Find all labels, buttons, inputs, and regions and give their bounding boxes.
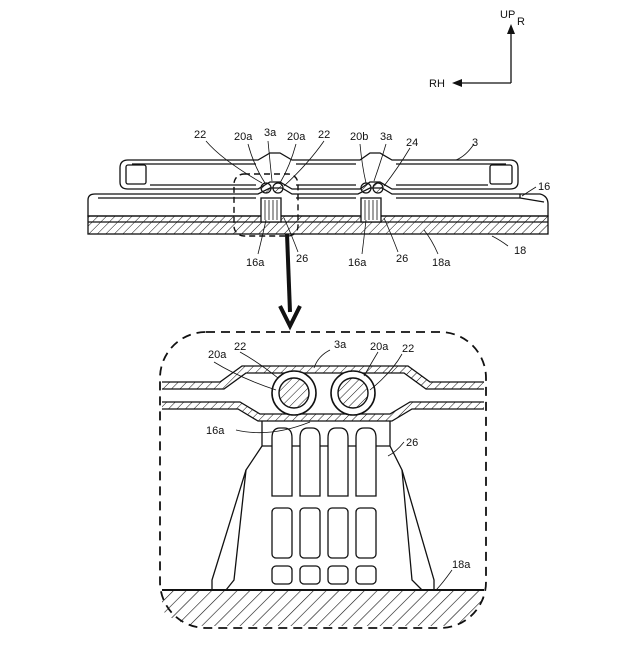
floor-18a-hatch	[162, 590, 484, 626]
window-r2c3	[328, 508, 348, 558]
window-r3c4	[356, 566, 376, 584]
leader-3a-left	[268, 141, 272, 181]
ref-detail-20a-left: 20a	[208, 349, 227, 361]
bracket-26-left-small	[261, 198, 281, 222]
window-r2c1	[272, 508, 292, 558]
ref-20b: 20b	[350, 131, 368, 143]
ref-detail-16a: 16a	[206, 425, 225, 437]
leader-detail-18a	[436, 570, 452, 590]
floor-18	[88, 216, 548, 234]
detail-view: 20a 22 3a 20a 22 16a 26 18a	[160, 332, 486, 628]
ref-3a-left: 3a	[264, 127, 277, 139]
tube-20a-right-small	[273, 183, 283, 193]
window-r1c2	[300, 428, 320, 496]
ref-16: 16	[538, 181, 550, 193]
ref-26-right: 26	[396, 253, 408, 265]
ref-detail-26: 26	[406, 437, 418, 449]
ref-22-left: 22	[194, 129, 206, 141]
leader-18	[492, 236, 508, 246]
plate-3a-hatch	[162, 366, 484, 389]
window-r2c4	[356, 508, 376, 558]
up-label: UP	[500, 9, 515, 21]
left-label: RH	[429, 78, 445, 90]
window-r2c2	[300, 508, 320, 558]
bracket-26-right-small	[361, 198, 381, 222]
tube-20b-right-small	[373, 183, 383, 193]
ref-16a-right: 16a	[348, 257, 367, 269]
member-3-right-channel	[490, 165, 512, 184]
ref-3: 3	[472, 137, 478, 149]
ref-detail-20a-right: 20a	[370, 341, 389, 353]
window-r1c1	[272, 428, 292, 496]
ref-26-left: 26	[296, 253, 308, 265]
panel-16-outline	[88, 188, 548, 216]
tube-20a-left-core	[279, 378, 309, 408]
plate-16a-hatch	[162, 402, 484, 421]
orientation-indicator: UP R RH	[429, 9, 525, 90]
ref-detail-3a: 3a	[334, 339, 347, 351]
leader-22-left	[206, 141, 262, 183]
ref-detail-18a: 18a	[452, 559, 471, 571]
bracket-26-inner-legs	[226, 470, 422, 590]
window-r3c2	[300, 566, 320, 584]
overall-view: 22 20a 3a 20a 22 20b 3a 24 3 16 16a 26 1…	[88, 127, 550, 269]
window-r3c1	[272, 566, 292, 584]
leader-detail-3a	[314, 350, 330, 368]
window-r1c3	[328, 428, 348, 496]
leader-detail-20a-left	[240, 352, 278, 378]
detail-view-frame	[160, 332, 486, 628]
leader-3a-right	[374, 144, 386, 181]
leader-24	[384, 148, 410, 186]
enlargement-arrow-shaft	[287, 234, 290, 312]
tube-20a-right-core	[338, 378, 368, 408]
ref-20a-left: 20a	[234, 131, 253, 143]
ref-22-right: 22	[318, 129, 330, 141]
member-3-outline	[120, 153, 518, 189]
ref-detail-22-right: 22	[402, 343, 414, 355]
ref-24: 24	[406, 137, 418, 149]
enlargement-arrow	[280, 234, 300, 326]
window-r3c3	[328, 566, 348, 584]
tube-20b-left-small	[361, 183, 371, 193]
member-3-left-channel	[126, 165, 146, 184]
tube-20a-left-small	[261, 183, 271, 193]
ref-18: 18	[514, 245, 526, 257]
window-r1c4	[356, 428, 376, 496]
right-label: R	[517, 16, 525, 28]
ref-3a-right: 3a	[380, 131, 393, 143]
leader-20b	[360, 144, 366, 183]
panel-16-edge	[520, 198, 544, 202]
left-arrowhead	[452, 79, 462, 87]
ref-16a-left: 16a	[246, 257, 265, 269]
ref-detail-22-left: 22	[234, 341, 246, 353]
ref-18a: 18a	[432, 257, 451, 269]
up-arrowhead	[507, 24, 515, 34]
bracket-26-windows	[272, 428, 376, 584]
ref-20a-right: 20a	[287, 131, 306, 143]
